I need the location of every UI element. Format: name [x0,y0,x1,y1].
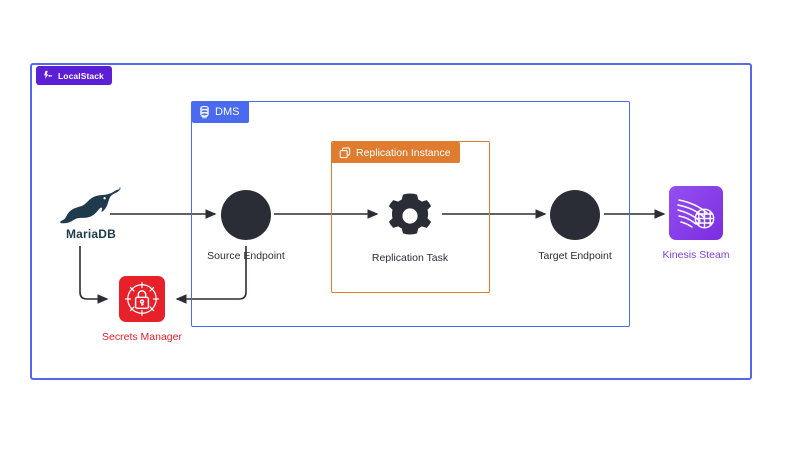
edge-source-endpoint-to-secrets-manager [175,246,247,304]
localstack-icon [42,70,53,81]
database-stack-icon [199,105,210,119]
group-badge-localstack-label: LocalStack [58,70,104,81]
node-secrets-manager[interactable]: Secrets Manager [92,276,192,343]
filled-circle-icon [221,190,271,240]
group-badge-dms: DMS [192,101,250,123]
duplicate-icon [339,147,351,159]
group-badge-replication-instance: Replication Instance [332,142,460,163]
group-frame-replication-instance [331,141,490,293]
group-frame-localstack [30,63,752,380]
node-secrets-manager-label: Secrets Manager [102,331,182,343]
node-target-endpoint-label: Target Endpoint [538,250,612,262]
node-kinesis[interactable]: Kinesis Steam [651,186,741,261]
node-kinesis-label: Kinesis Steam [662,249,730,261]
mariadb-seal-icon [59,186,123,226]
node-mariadb[interactable]: MariaDB [48,186,134,241]
node-source-endpoint-label: Source Endpoint [207,250,285,262]
edge-mariadb-to-secrets-manager [79,246,109,304]
group-badge-localstack: LocalStack [36,66,112,85]
group-badge-dms-label: DMS [215,106,240,118]
node-replication-task-label: Replication Task [371,252,449,264]
group-badge-replication-instance-label: Replication Instance [356,146,451,159]
node-replication-task[interactable]: Replication Task [362,190,458,264]
padlock-target-icon [119,276,165,322]
gear-icon [384,190,436,242]
group-frame-dms [191,101,630,327]
node-mariadb-label: MariaDB [65,227,117,241]
kinesis-stream-icon [669,186,723,240]
filled-circle-icon [550,190,600,240]
node-target-endpoint[interactable]: Target Endpoint [527,190,623,262]
node-source-endpoint[interactable]: Source Endpoint [198,190,294,262]
